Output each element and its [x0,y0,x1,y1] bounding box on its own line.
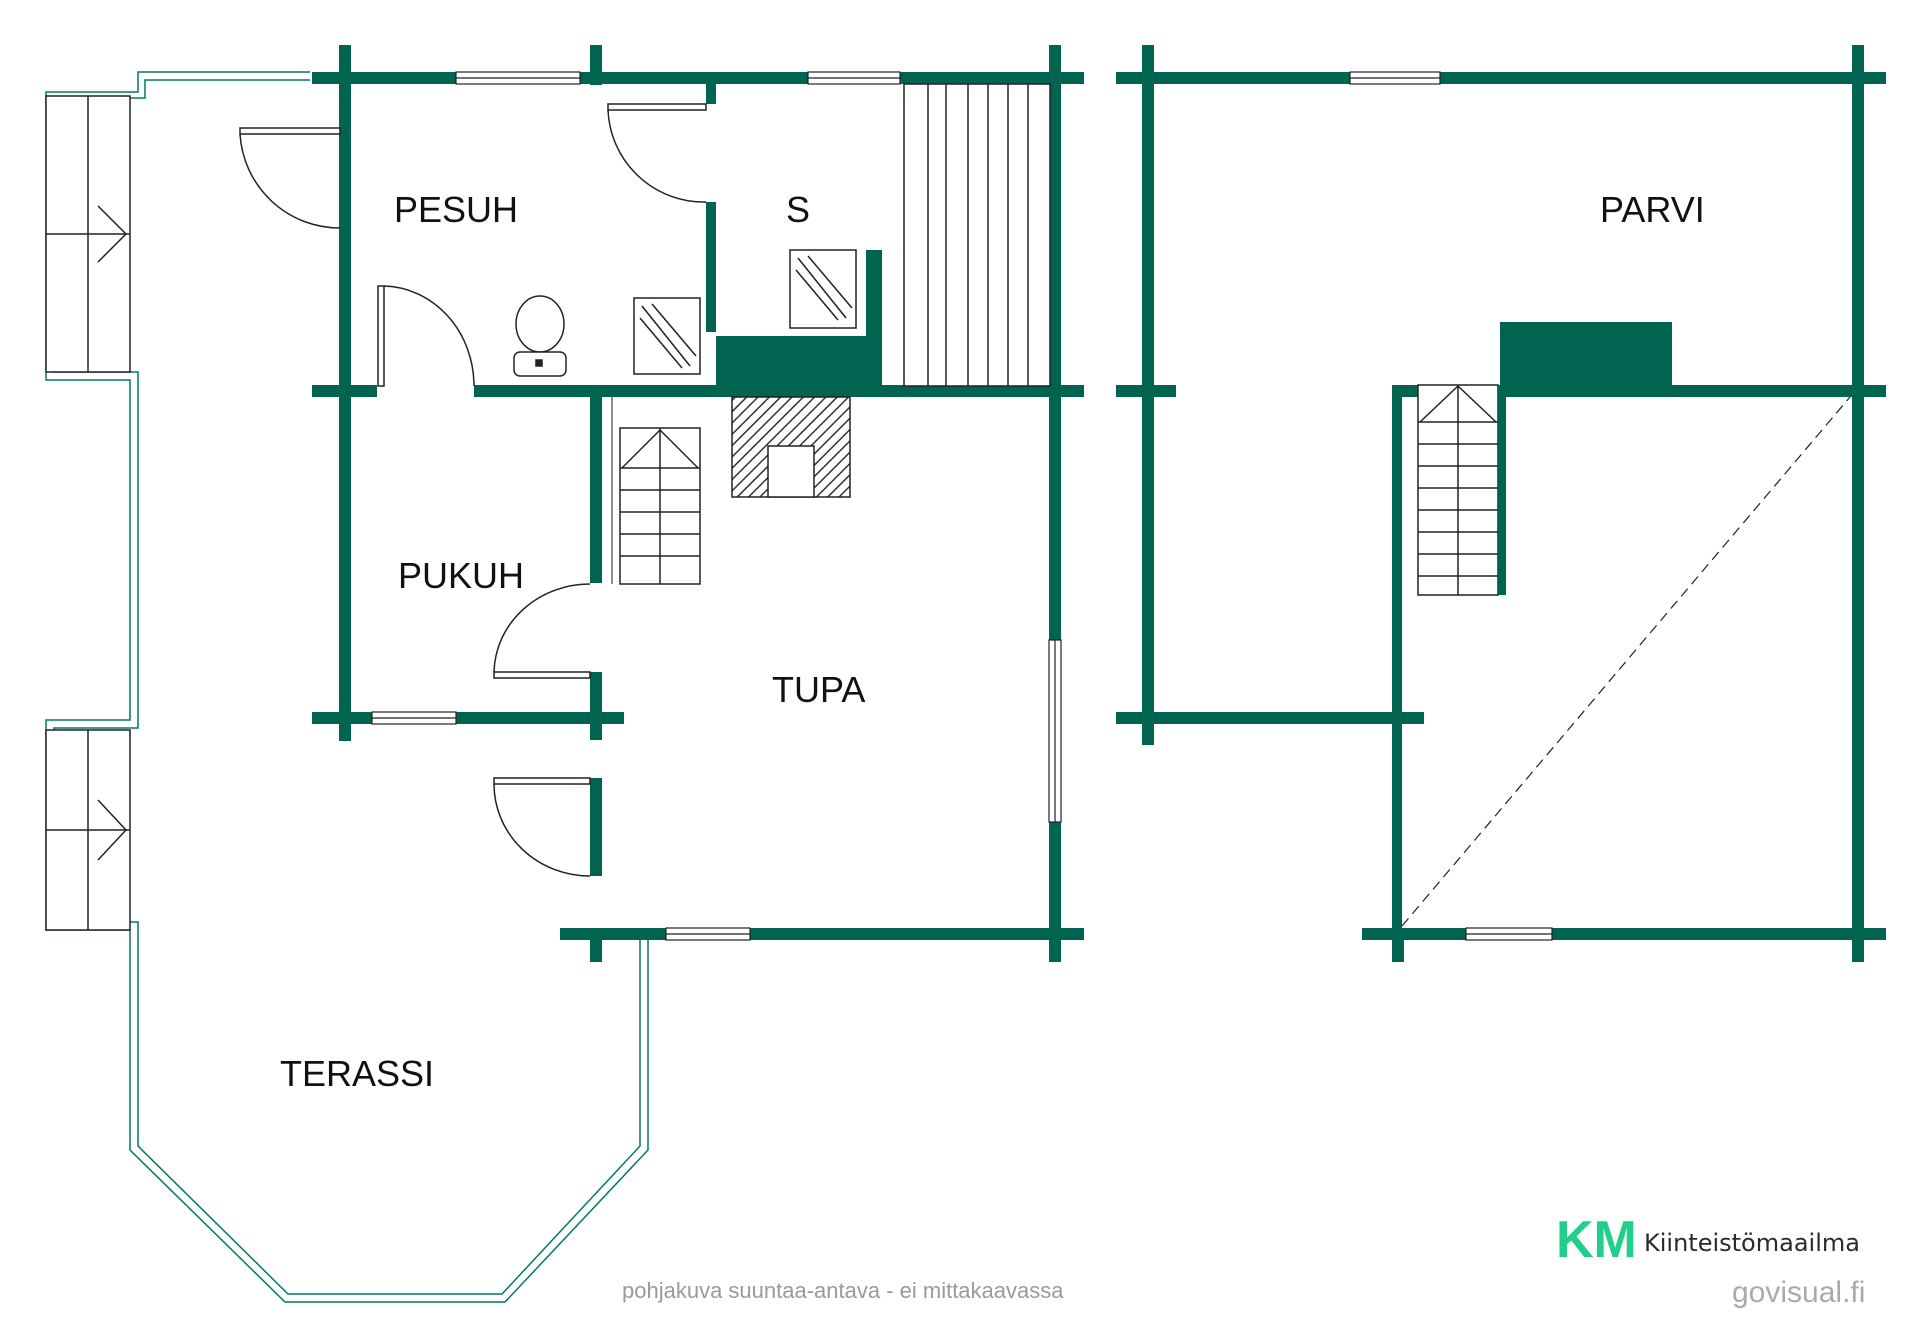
doors [239,103,707,877]
toilet-icon [513,295,567,377]
windows-ground [371,71,1062,941]
room-label-pesuh: PESUH [394,189,518,230]
windows-upper [1349,71,1553,941]
fireplace-icon [731,396,851,498]
stairs-upper [1417,384,1506,596]
room-label-terassi: TERASSI [280,1053,434,1094]
logo-mark: KM [1556,1211,1637,1269]
sauna-benches [903,83,1051,387]
shower-icon [633,249,857,375]
disclaimer-text: pohjakuva suuntaa-antava - ei mittakaava… [622,1278,1064,1303]
open-below-line [1401,396,1851,927]
bench-top [45,95,131,373]
room-label-pukuh: PUKUH [398,555,524,596]
room-label-parvi: PARVI [1600,189,1705,230]
bench-bottom [45,729,131,931]
room-label-sauna: S [786,189,810,230]
km-logo-icon: KM [1556,1211,1637,1269]
stairs-ground [611,397,701,585]
credit-text: govisual.fi [1732,1276,1865,1309]
room-label-tupa: TUPA [772,669,865,710]
brand-name: Kiinteistömaailma [1644,1229,1860,1257]
